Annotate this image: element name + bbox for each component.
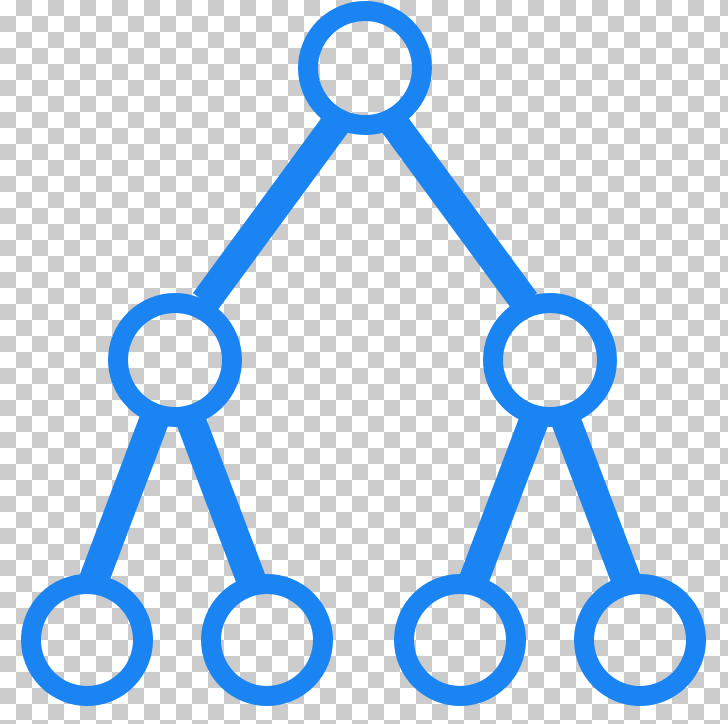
edge-right-leaf4	[550, 412, 645, 596]
edge-right-leaf3	[455, 412, 550, 596]
leaf-node-2	[201, 574, 333, 706]
leaf-node-4	[574, 574, 706, 706]
left-child-node	[108, 293, 242, 427]
leaf-node-1	[21, 574, 153, 706]
right-child-node	[483, 293, 617, 427]
root-node	[298, 1, 432, 135]
edge-left-leaf2	[175, 412, 270, 596]
edge-root-left	[192, 109, 353, 311]
edge-left-leaf1	[75, 412, 170, 596]
edge-root-right	[377, 109, 538, 311]
leaf-node-3	[394, 574, 526, 706]
